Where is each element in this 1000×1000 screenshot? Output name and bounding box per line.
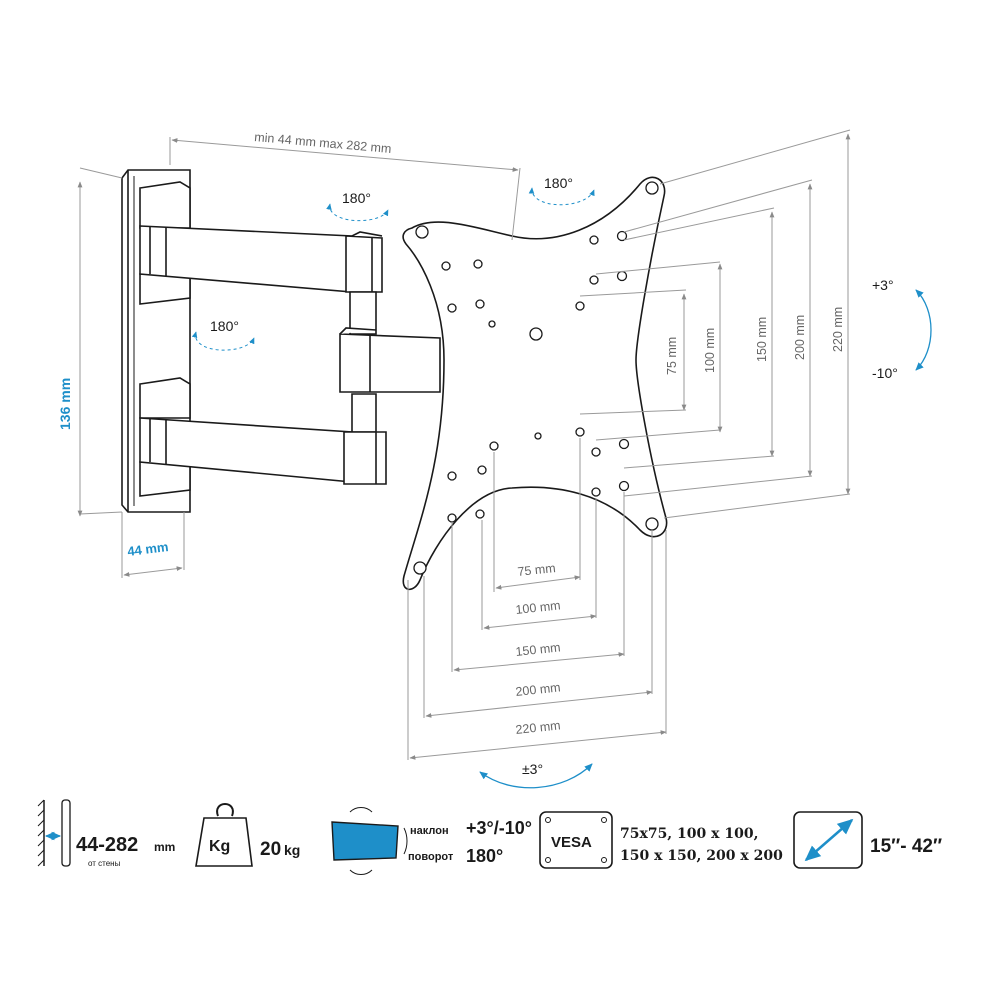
vesa-v-150: 150 mm (755, 317, 769, 362)
vesa-line-2: 150 x 150, 200 x 200 (620, 848, 783, 864)
distance-unit: mm (154, 840, 175, 854)
vesa-v-200: 200 mm (793, 315, 807, 360)
weight-icon: Kg (195, 803, 253, 867)
swivel-label: поворот (408, 851, 454, 863)
rotation-arrows: 180° 180° 180° +3° -10° ±3° (191, 175, 932, 789)
tilt-up-label: +3° (872, 277, 894, 293)
height-dimension-label: 136 mm (57, 378, 73, 430)
wall-mount-assembly (121, 169, 441, 513)
vesa-badge-text: VESA (551, 834, 592, 851)
tilt-swivel-icon (331, 807, 408, 875)
wall-icon (37, 799, 71, 867)
screen-size-value: 15″- 42″ (870, 836, 942, 857)
swivel-top-left: 180° (326, 190, 389, 222)
top-dimension-label: min 44 mm max 282 mm (254, 130, 392, 156)
level-rotation-label: ±3° (522, 761, 543, 777)
spec-vesa: VESA 75x75, 100 x 100, 150 x 150, 200 x … (539, 811, 783, 869)
spec-load: Kg 20 kg (195, 803, 300, 867)
vesa-plate (402, 176, 668, 591)
distance-caption: от стены (88, 859, 121, 868)
screen-diagonal-icon (793, 811, 863, 869)
spec-tilt-swivel: наклон +3°/-10° поворот 180° (331, 807, 532, 875)
swivel-top-right: 180° (528, 175, 595, 206)
weight-icon-text: Kg (209, 838, 230, 855)
spec-distance: 44-282 mm от стены (37, 799, 175, 868)
vesa-v-220: 220 mm (831, 307, 845, 352)
tilt-indicator: +3° -10° (872, 277, 932, 381)
vesa-h-75: 75 mm (517, 561, 556, 579)
dimension-lines (77, 129, 851, 760)
load-unit: kg (284, 842, 300, 858)
depth-dimension-label: 44 mm (127, 539, 170, 559)
swivel-value: 180° (466, 846, 503, 866)
vesa-v-100: 100 mm (703, 328, 717, 373)
vesa-horizontal-dims (407, 438, 667, 760)
vesa-line-1: 75x75, 100 x 100, (620, 826, 758, 842)
vesa-h-200: 200 mm (515, 680, 561, 699)
vesa-h-150: 150 mm (515, 640, 561, 659)
swivel-top-right-label: 180° (544, 175, 573, 191)
mid-arm (339, 333, 441, 393)
distance-value: 44-282 (76, 834, 138, 856)
load-value: 20 (260, 839, 281, 860)
vesa-h-100: 100 mm (515, 598, 561, 617)
swivel-mid-label: 180° (210, 318, 239, 334)
tilt-down-label: -10° (872, 365, 898, 381)
vesa-vertical-dims (579, 129, 851, 519)
swivel-mid: 180° (191, 318, 255, 351)
swivel-top-left-label: 180° (342, 190, 371, 206)
vesa-v-75: 75 mm (665, 337, 679, 375)
tilt-label: наклон (410, 825, 449, 837)
spec-screen-size: 15″- 42″ (793, 811, 942, 869)
spec-bar: 44-282 mm от стены Kg 20 kg наклон (37, 799, 942, 875)
vesa-h-220: 220 mm (515, 718, 561, 737)
level-rotation-indicator: ±3° (479, 761, 593, 789)
tilt-value: +3°/-10° (466, 818, 532, 838)
vesa-icon: VESA (539, 811, 613, 869)
